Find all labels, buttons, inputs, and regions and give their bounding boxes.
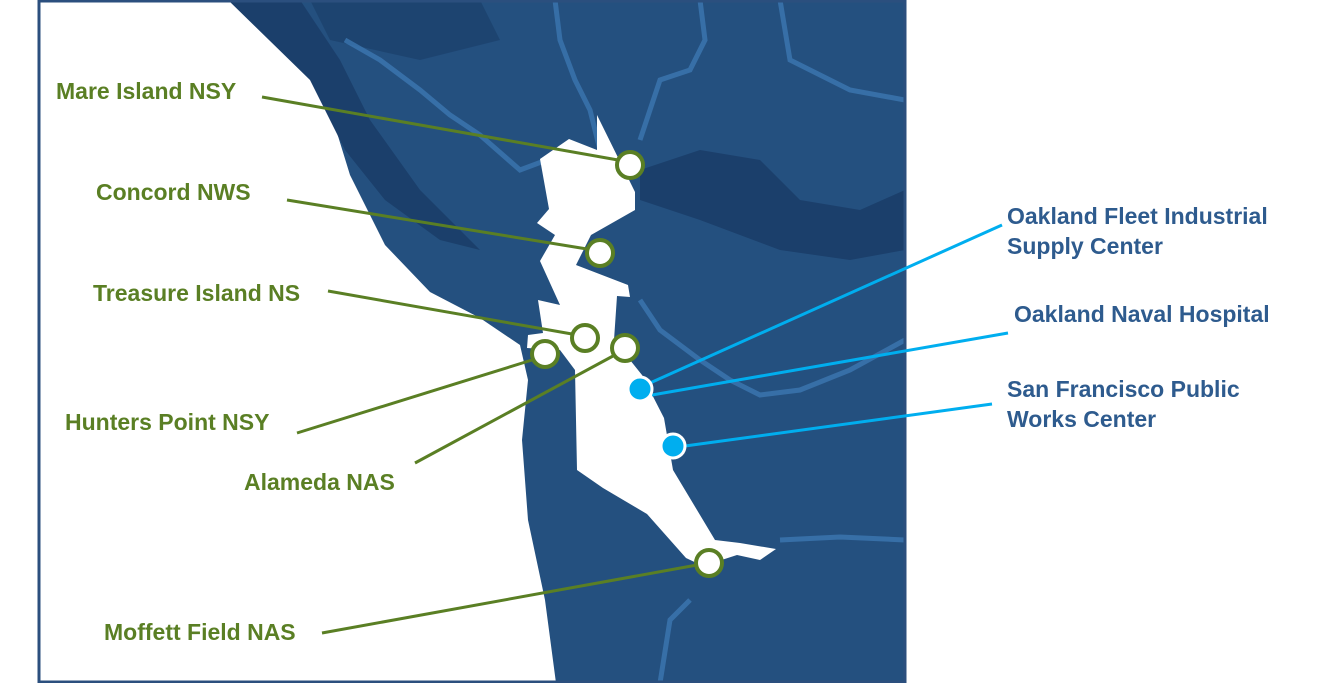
site-marker-alameda[interactable] [610,333,640,363]
san-francisco-bay [527,115,776,566]
label-hunters-point: Hunters Point NSY [65,409,270,435]
other-leader-lines [649,223,1009,448]
navy-leader-lines [261,95,698,635]
label-moffett: Moffett Field NAS [104,619,296,645]
label-concord: Concord NWS [96,179,251,205]
label-line: Oakland Fleet Industrial [1007,203,1268,229]
leader-line-treasure-island [327,289,573,336]
label-alameda: Alameda NAS [244,469,395,495]
label-mare-island: Mare Island NSY [56,78,237,104]
site-marker-oakland-fisc-hospital[interactable] [626,375,654,403]
site-marker-sf-pwc[interactable] [659,432,687,460]
land-shade [229,1,480,250]
leader-line-sf-pwc [684,402,993,448]
leader-line-mare-island [261,95,619,162]
map-frame [37,0,907,683]
label-line: Supply Center [1007,233,1163,259]
label-oakland-hospital: Oakland Naval Hospital [1014,301,1270,327]
label-line: Works Center [1007,406,1157,432]
site-marker-concord[interactable] [585,238,615,268]
leader-line-concord [286,198,588,251]
label-oakland-fisc: Oakland Fleet Industrial Supply Center [1007,201,1268,261]
leader-line-alameda [414,354,614,465]
site-marker-moffett[interactable] [694,548,724,578]
leader-line-oakland-fisc [649,223,1003,385]
label-sf-pwc: San Francisco Public Works Center [1007,374,1240,434]
land-shade [640,150,905,260]
leader-line-moffett [321,563,698,635]
site-marker-mare-island[interactable] [615,150,645,180]
site-marker-hunters-point[interactable] [530,339,560,369]
site-marker-treasure-island[interactable] [570,323,600,353]
label-treasure-island: Treasure Island NS [93,280,301,306]
leader-line-hunters-point [296,358,533,435]
label-line: San Francisco Public [1007,376,1240,402]
leader-line-oakland-hospital [651,331,1009,397]
